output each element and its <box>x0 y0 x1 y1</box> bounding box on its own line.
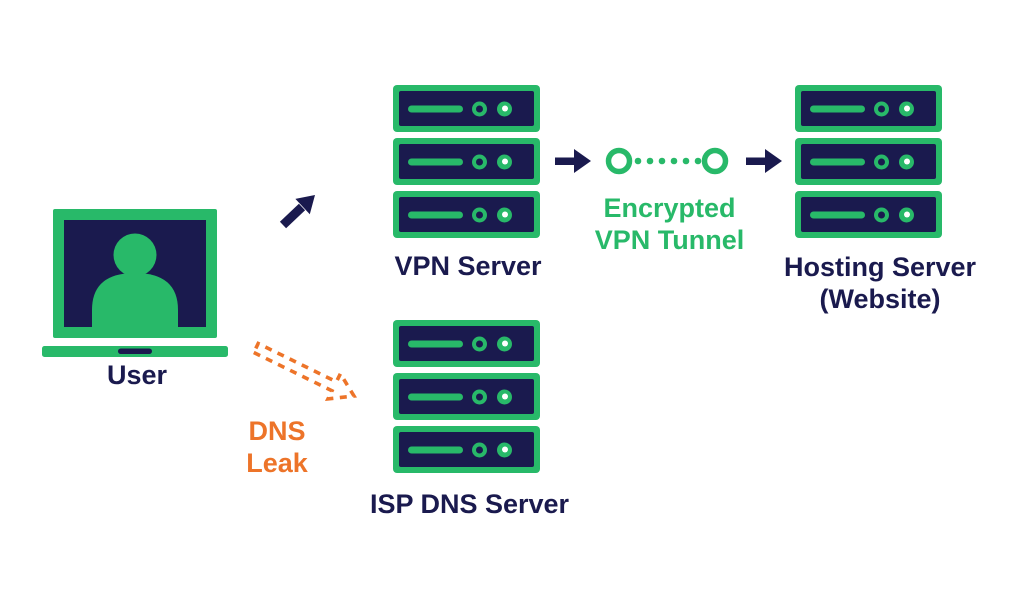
server-slot-icon <box>810 105 865 112</box>
server-led-icon <box>497 336 512 351</box>
tunnel-label-line2: VPN Tunnel <box>594 225 745 255</box>
server-face <box>399 197 534 232</box>
server-unit <box>795 138 942 185</box>
server-led-icon <box>899 154 914 169</box>
server-slot-icon <box>408 158 463 165</box>
dns-leak-arrow-icon <box>251 341 358 402</box>
server-port-icon <box>874 154 889 169</box>
server-led-icon <box>497 442 512 457</box>
isp-dns-server-stack-icon <box>393 320 540 473</box>
server-slot-icon <box>408 211 463 218</box>
vpn-to-tunnel-arrow-icon <box>555 149 591 173</box>
server-slot-icon <box>408 393 463 400</box>
server-port-icon <box>472 207 487 222</box>
server-port-icon <box>472 389 487 404</box>
server-led-icon <box>899 101 914 116</box>
server-unit <box>393 191 540 238</box>
server-led-icon <box>497 101 512 116</box>
server-port-icon <box>472 336 487 351</box>
person-head <box>113 233 157 277</box>
vpn-server-stack-icon <box>393 85 540 238</box>
tunnel-label: Encrypted VPN Tunnel <box>577 192 762 256</box>
server-unit <box>393 138 540 185</box>
hosting-server-label: Hosting Server (Website) <box>770 251 990 315</box>
server-unit <box>393 320 540 367</box>
hosting-server-label-line2: (Website) <box>819 284 941 314</box>
user-to-vpn-arrow-icon <box>279 195 315 229</box>
hosting-server-stack-icon <box>795 85 942 238</box>
user-label: User <box>106 360 168 390</box>
server-slot-icon <box>810 211 865 218</box>
dns-leak-label: DNS Leak <box>227 415 327 479</box>
server-slot-icon <box>408 340 463 347</box>
laptop-base-notch <box>118 348 152 354</box>
server-slot-icon <box>810 158 865 165</box>
dns-leak-label-line2: Leak <box>246 448 308 478</box>
server-unit <box>393 373 540 420</box>
server-face <box>399 91 534 126</box>
server-led-icon <box>497 154 512 169</box>
server-face <box>399 379 534 414</box>
server-face <box>399 432 534 467</box>
dns-leak-label-line1: DNS <box>248 416 306 446</box>
server-slot-icon <box>408 105 463 112</box>
server-slot-icon <box>408 446 463 453</box>
server-face <box>801 91 936 126</box>
server-led-icon <box>497 389 512 404</box>
laptop-user-icon <box>42 209 228 357</box>
server-port-icon <box>472 154 487 169</box>
server-face <box>399 144 534 179</box>
server-unit <box>393 85 540 132</box>
hosting-server-label-line1: Hosting Server <box>783 252 977 282</box>
vpn-server-label: VPN Server <box>394 251 542 281</box>
server-port-icon <box>472 101 487 116</box>
server-led-icon <box>899 207 914 222</box>
encrypted-tunnel-icon <box>605 147 729 175</box>
server-port-icon <box>472 442 487 457</box>
server-face <box>801 197 936 232</box>
tunnel-label-line1: Encrypted <box>603 193 736 223</box>
server-unit <box>795 191 942 238</box>
server-unit <box>795 85 942 132</box>
server-unit <box>393 426 540 473</box>
person-body <box>92 273 178 327</box>
server-port-icon <box>874 207 889 222</box>
server-face <box>399 326 534 361</box>
server-led-icon <box>497 207 512 222</box>
tunnel-to-hosting-arrow-icon <box>746 149 782 173</box>
isp-dns-server-label: ISP DNS Server <box>369 489 570 519</box>
server-port-icon <box>874 101 889 116</box>
server-face <box>801 144 936 179</box>
